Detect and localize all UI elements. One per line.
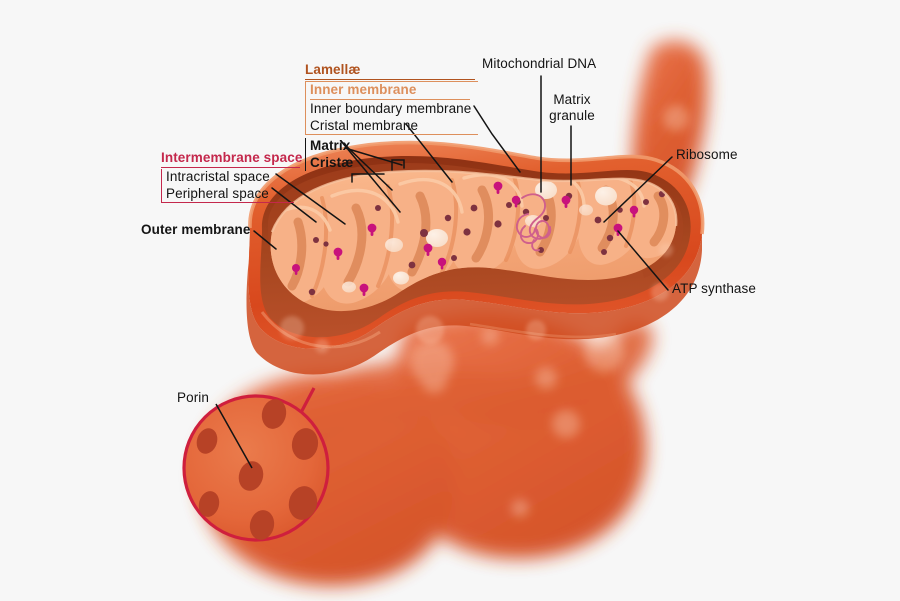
membrane-highlight-bubbles (280, 243, 673, 353)
intermembrane-label-group: Intermembrane space Intracristal space P… (161, 150, 302, 203)
intracristal-space-label: Intracristal space (166, 169, 270, 184)
atp-synthase-label: ATP synthase (672, 281, 756, 296)
inner-boundary-membrane-highlight (270, 169, 678, 233)
intermembrane-space-header: Intermembrane space (161, 150, 303, 165)
porin-inset (182, 387, 330, 542)
mitochondrial-dna (515, 193, 552, 252)
intermembrane-items-bracket: Intracristal space Peripheral space (161, 169, 294, 203)
mitochondrion-body (246, 140, 705, 375)
inner-boundary-membrane-label: Inner boundary membrane (310, 101, 472, 116)
porin-label: Porin (177, 390, 210, 405)
peripheral-space-label: Peripheral space (166, 185, 269, 201)
outer-membrane-rim (248, 140, 705, 235)
atp-synthase-particles (292, 181, 639, 296)
mitochondrial-dna-label: Mitochondrial DNA (482, 56, 597, 71)
inner-membrane-bracket: Inner membrane Inner boundary membrane C… (305, 81, 478, 135)
matrix-granule-label: Matrix granule (541, 92, 603, 124)
matrix-granules (342, 181, 617, 293)
lamellae-header: Lamellæ (305, 62, 361, 77)
cristae-group (270, 171, 677, 305)
matrix-label: Matrix (310, 138, 351, 153)
inner-membrane-underline (310, 98, 470, 100)
outer-membrane-label: Outer membrane (141, 222, 251, 237)
inner-membrane-header: Inner membrane (310, 82, 417, 97)
outer-membrane-edge (246, 228, 702, 375)
intermembrane-underline (161, 166, 300, 168)
porin-pores (196, 399, 319, 540)
matrix-granule-line2: granule (549, 108, 595, 123)
matrix-granule-line1: Matrix (553, 92, 591, 107)
leader-lines (253, 75, 673, 291)
porin-leader-line (215, 403, 253, 469)
matrix-cristae-bracket: Matrix Cristæ (305, 138, 370, 171)
ribosomes (308, 190, 666, 296)
cristae-label: Cristæ (310, 154, 354, 170)
lamellae-underline (305, 78, 475, 80)
lamellae-label-group: Lamellæ Inner membrane Inner boundary me… (305, 62, 478, 171)
ribosome-label: Ribosome (676, 147, 738, 162)
cristal-membrane-label: Cristal membrane (310, 117, 419, 133)
